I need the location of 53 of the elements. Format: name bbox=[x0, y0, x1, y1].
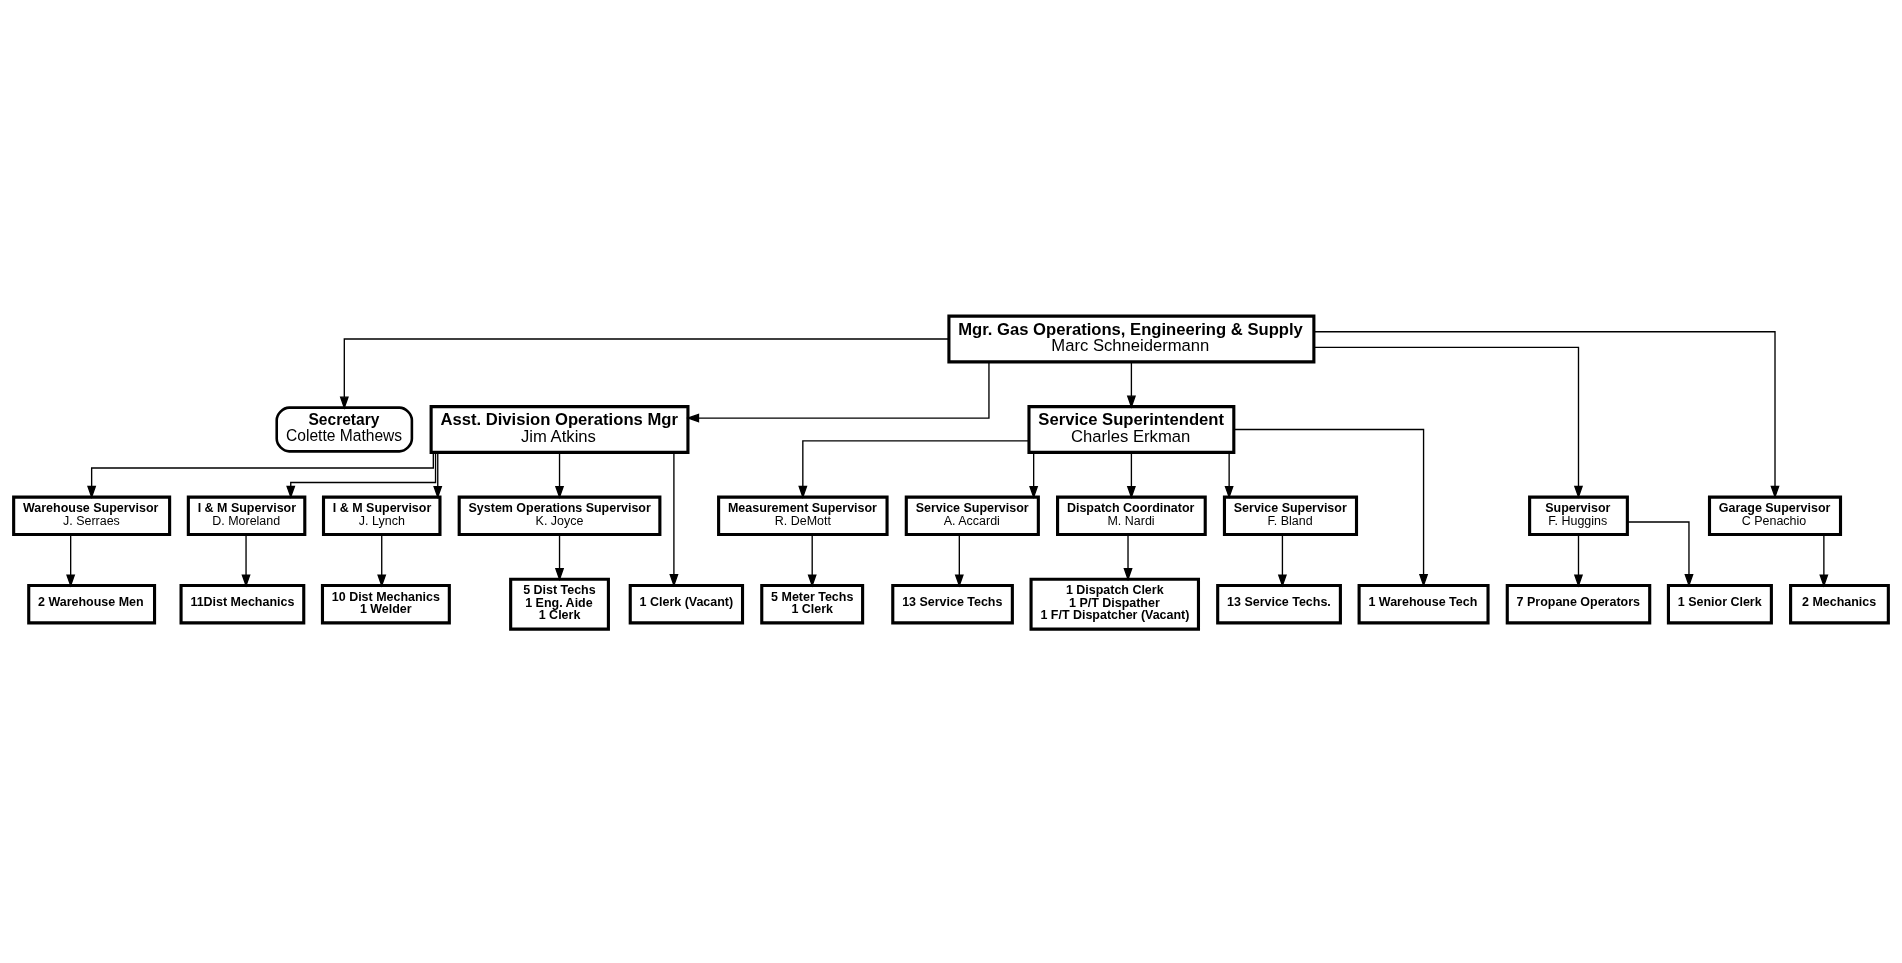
arrow bbox=[798, 439, 1030, 499]
arrow bbox=[1233, 428, 1429, 587]
node-box: 1 Clerk (Vacant) bbox=[628, 583, 745, 624]
node-box: Mgr. Gas Operations, Engineering & Supply Marc Schneidermann bbox=[947, 314, 1316, 363]
node-box: I & M Supervisor J. Lynch bbox=[321, 495, 442, 536]
node-box: 2 Warehouse Men bbox=[27, 583, 157, 624]
arrow bbox=[807, 533, 817, 587]
node-box: I & M Supervisor D. Moreland bbox=[186, 495, 307, 536]
arrow bbox=[1123, 533, 1133, 581]
node-box: Service Supervisor A. Accardi bbox=[904, 495, 1040, 536]
node-box: Measurement Supervisor R. DeMott bbox=[717, 495, 889, 536]
node-box: 7 Propane Operators bbox=[1505, 583, 1652, 624]
arrow bbox=[1126, 361, 1136, 409]
arrow bbox=[1277, 533, 1287, 587]
arrow bbox=[339, 337, 950, 410]
arrow bbox=[1313, 330, 1780, 499]
node-box: Service Supervisor F. Bland bbox=[1222, 495, 1359, 536]
node-box: System Operations Supervisor K. Joyce bbox=[457, 495, 662, 536]
node-box: 13 Service Techs. bbox=[1216, 583, 1342, 624]
node-box: Garage Supervisor C Penachio bbox=[1707, 495, 1843, 536]
arrow bbox=[554, 533, 565, 581]
arrow bbox=[1126, 451, 1136, 499]
arrow bbox=[87, 451, 434, 499]
arrow bbox=[554, 451, 565, 499]
arrow bbox=[377, 533, 387, 587]
node-box: 5 Dist Techs 1 Eng. Aide 1 Clerk bbox=[509, 577, 610, 631]
node-box: Service Superintendent Charles Erkman bbox=[1027, 404, 1236, 454]
arrow bbox=[433, 451, 443, 499]
arrow bbox=[954, 533, 964, 587]
arrow bbox=[1224, 451, 1234, 499]
node-box: Dispatch Coordinator M. Nardi bbox=[1056, 495, 1207, 536]
node-box: 1 Warehouse Tech bbox=[1357, 583, 1490, 624]
node-box: Secretary Colette Mathews bbox=[275, 405, 414, 453]
node-box: Warehouse Supervisor J. Serraes bbox=[12, 495, 172, 536]
node-box: 13 Service Techs bbox=[891, 583, 1014, 624]
node-box: 10 Dist Mechanics 1 Welder bbox=[320, 583, 451, 624]
arrow bbox=[241, 533, 251, 587]
node-box: 2 Mechanics bbox=[1789, 583, 1890, 624]
node-box: 11Dist Mechanics bbox=[179, 583, 306, 624]
node-box: Asst. Division Operations Mgr Jim Atkins bbox=[429, 404, 690, 454]
node-box: 1 Senior Clerk bbox=[1666, 583, 1773, 624]
arrow bbox=[1573, 533, 1584, 587]
arrow bbox=[1819, 533, 1829, 587]
arrow bbox=[1029, 451, 1039, 499]
node-box: Supervisor F. Huggins bbox=[1528, 495, 1629, 536]
arrow bbox=[1313, 346, 1584, 499]
node-box: 5 Meter Techs 1 Clerk bbox=[760, 583, 865, 624]
node-box: 1 Dispatch Clerk 1 P/T Dispather 1 F/T Dispatcher (Vacant) bbox=[1029, 577, 1200, 631]
arrow bbox=[66, 533, 76, 587]
arrow bbox=[686, 361, 990, 423]
arrow bbox=[669, 451, 679, 587]
arrow bbox=[1626, 520, 1694, 587]
arrow bbox=[286, 451, 437, 499]
